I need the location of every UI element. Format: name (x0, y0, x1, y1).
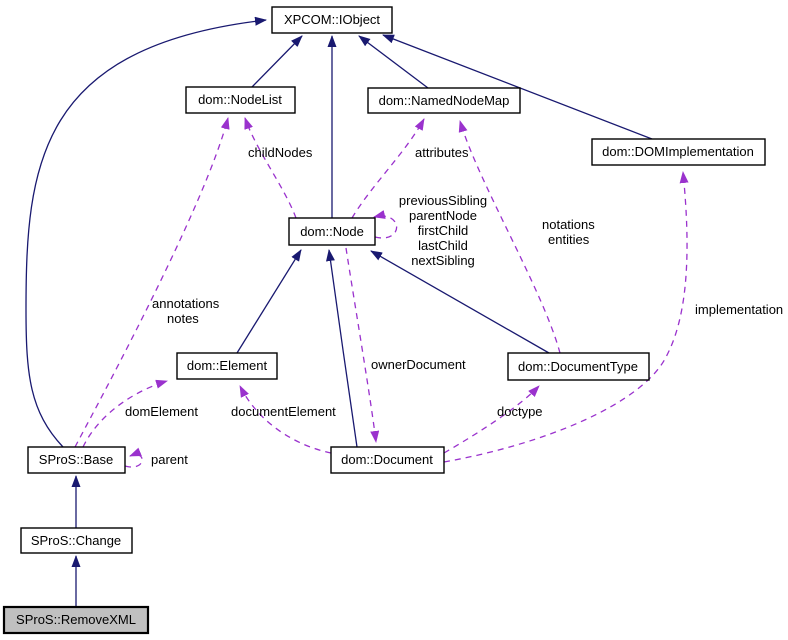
edge-usage-node-self-loop (373, 210, 398, 239)
node-spros-change[interactable]: SProS::Change (20, 527, 133, 554)
edge-label-ownerdocument: ownerDocument (371, 357, 466, 372)
node-spros-base[interactable]: SProS::Base (27, 446, 126, 474)
edge-label-domelement: domElement (125, 404, 198, 419)
node-spros-removexml[interactable]: SProS::RemoveXML (2, 605, 150, 635)
node-xpcom-iobject[interactable]: XPCOM::IObject (271, 6, 393, 34)
node-dom-document-box (330, 446, 445, 474)
edge-label-previoussibling: previousSibling (399, 193, 487, 208)
edge-inheritance-nodelist-to-iobject (251, 35, 303, 88)
edge-usage-document-to-documenttype (443, 385, 540, 454)
edge-label-notations: notations (542, 217, 595, 232)
edge-usage-base-to-nodelist (74, 117, 230, 448)
edge-usage-node-to-nodelist (244, 117, 297, 219)
edge-usage-documenttype-to-namednodemap (458, 120, 561, 354)
node-dom-nodelist[interactable]: dom::NodeList (185, 86, 296, 114)
node-dom-document-label: dom::Document (341, 452, 433, 467)
edge-inheritance-documenttype-to-node (370, 250, 550, 354)
edge-label-implementation: implementation (695, 302, 783, 317)
node-dom-documenttype-box (507, 352, 650, 381)
edge-label-attributes: attributes (415, 145, 469, 160)
node-dom-namednodemap[interactable]: dom::NamedNodeMap (367, 87, 521, 114)
edge-label-childnodes: childNodes (248, 145, 313, 160)
edge-label-lastchild: lastChild (418, 238, 468, 253)
node-dom-nodelist-label: dom::NodeList (198, 92, 282, 107)
node-spros-removexml-label: SProS::RemoveXML (16, 612, 136, 627)
edge-inheritance-document-to-node (326, 249, 358, 448)
edge-label-parent: parent (151, 452, 188, 467)
edge-inheritance-element-to-node (236, 249, 302, 354)
edge-usage-base-to-element (82, 379, 168, 448)
node-dom-domimplementation-label: dom::DOMImplementation (602, 144, 754, 159)
edge-usage-node-to-document (345, 247, 380, 443)
edge-label-doctype: doctype (497, 404, 543, 419)
node-dom-node-label: dom::Node (300, 224, 364, 239)
edge-inheritance-base-to-iobject (25, 16, 267, 448)
edge-label-notes: notes (167, 311, 199, 326)
node-spros-change-box (20, 527, 133, 554)
node-spros-removexml-box (2, 605, 150, 635)
edge-usage-node-to-namednodemap (351, 118, 425, 219)
node-dom-documenttype[interactable]: dom::DocumentType (507, 352, 650, 381)
node-dom-document[interactable]: dom::Document (330, 446, 445, 474)
edge-label-parentnode: parentNode (409, 208, 477, 223)
node-xpcom-iobject-box (271, 6, 393, 34)
node-dom-domimplementation[interactable]: dom::DOMImplementation (591, 138, 766, 166)
node-dom-element-label: dom::Element (187, 358, 268, 373)
edge-usage-base-self-loop (124, 447, 143, 468)
node-spros-base-box (27, 446, 126, 474)
node-xpcom-iobject-label: XPCOM::IObject (284, 12, 380, 27)
edge-usage-document-to-domimplementation (443, 171, 689, 463)
node-dom-documenttype-label: dom::DocumentType (518, 359, 638, 374)
node-dom-namednodemap-box (367, 87, 521, 114)
edge-label-firstchild: firstChild (418, 223, 469, 238)
edge-usage-document-to-element (239, 385, 332, 454)
node-dom-element[interactable]: dom::Element (176, 352, 278, 380)
node-dom-node-box (288, 217, 376, 246)
edge-label-documentelement: documentElement (231, 404, 336, 419)
node-dom-namednodemap-label: dom::NamedNodeMap (379, 93, 510, 108)
edge-label-nextsibling: nextSibling (411, 253, 475, 268)
node-dom-element-box (176, 352, 278, 380)
edge-label-entities: entities (548, 232, 590, 247)
node-dom-domimplementation-box (591, 138, 766, 166)
edge-inheritance-domimplementation-to-iobject (382, 34, 653, 140)
edge-label-annotations: annotations (152, 296, 220, 311)
node-dom-nodelist-box (185, 86, 296, 114)
node-spros-change-label: SProS::Change (31, 533, 121, 548)
node-dom-node[interactable]: dom::Node (288, 217, 376, 246)
node-spros-base-label: SProS::Base (39, 452, 113, 467)
edge-inheritance-namednodemap-to-iobject (358, 35, 429, 89)
